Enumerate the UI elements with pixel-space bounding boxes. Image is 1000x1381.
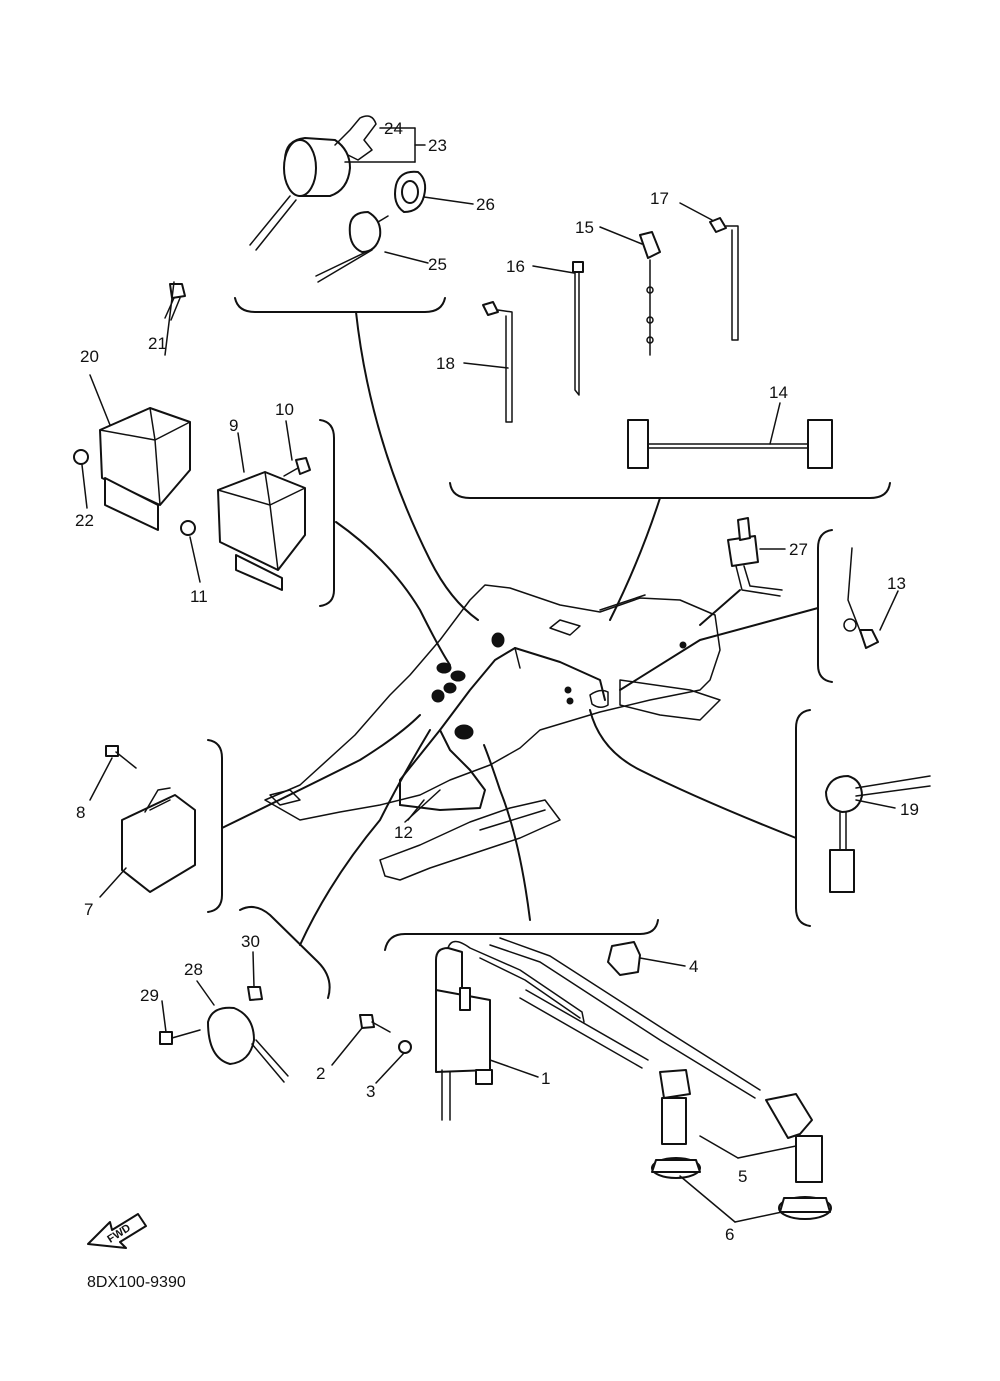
ignition-switch-part: [249, 115, 377, 251]
group-brackets: [207, 297, 891, 999]
label-1: 1: [541, 1069, 550, 1088]
label-7: 7: [84, 900, 93, 919]
unit-7-part: [121, 787, 196, 893]
relay-9-part: [217, 471, 306, 591]
label-10: 10: [275, 400, 294, 419]
label-25: 25: [428, 255, 447, 274]
cable-tie-parts: [482, 217, 739, 423]
label-15: 15: [575, 218, 594, 237]
label-13: 13: [887, 574, 906, 593]
label-20: 20: [80, 347, 99, 366]
main-harness: [221, 311, 819, 946]
cap-parts: [651, 1157, 832, 1220]
label-6: 6: [725, 1225, 734, 1244]
label-8: 8: [76, 803, 85, 822]
band-part: [627, 419, 833, 469]
part-number-labels: 24 23 26 25 15 16 17 18 14 20 21 10 9 22…: [75, 119, 919, 1244]
label-24: 24: [384, 119, 403, 138]
label-11: 11: [190, 587, 208, 606]
forward-arrow-icon: [87, 1213, 147, 1249]
ignition-coil-part: [435, 937, 761, 1121]
label-29: 29: [140, 986, 159, 1005]
switch-27-part: [727, 517, 783, 597]
label-3: 3: [366, 1082, 375, 1101]
label-26: 26: [476, 195, 495, 214]
callout-leaders: [81, 127, 899, 1223]
label-2: 2: [316, 1064, 325, 1083]
label-21: 21: [148, 334, 167, 353]
label-17: 17: [650, 189, 669, 208]
clamp-4-part: [607, 941, 641, 976]
label-30: 30: [241, 932, 260, 951]
sensor-28-part: [207, 1006, 289, 1083]
bolt-parts: [73, 283, 879, 1054]
label-9: 9: [229, 416, 238, 435]
label-5: 5: [738, 1167, 747, 1186]
plug-cap-parts: [659, 1069, 823, 1183]
label-18: 18: [436, 354, 455, 373]
sensor-19-part: [825, 775, 931, 893]
ring-part: [394, 170, 427, 213]
label-16: 16: [506, 257, 525, 276]
label-27: 27: [789, 540, 808, 559]
label-28: 28: [184, 960, 203, 979]
label-22: 22: [75, 511, 94, 530]
label-23: 23: [428, 136, 447, 155]
label-4: 4: [689, 957, 698, 976]
label-19: 19: [900, 800, 919, 819]
relay-20-part: [99, 407, 191, 531]
lamp-part: [315, 211, 389, 283]
label-12: 12: [394, 823, 413, 842]
label-14: 14: [769, 383, 788, 402]
diagram-code: 8DX100-9390: [87, 1274, 186, 1291]
